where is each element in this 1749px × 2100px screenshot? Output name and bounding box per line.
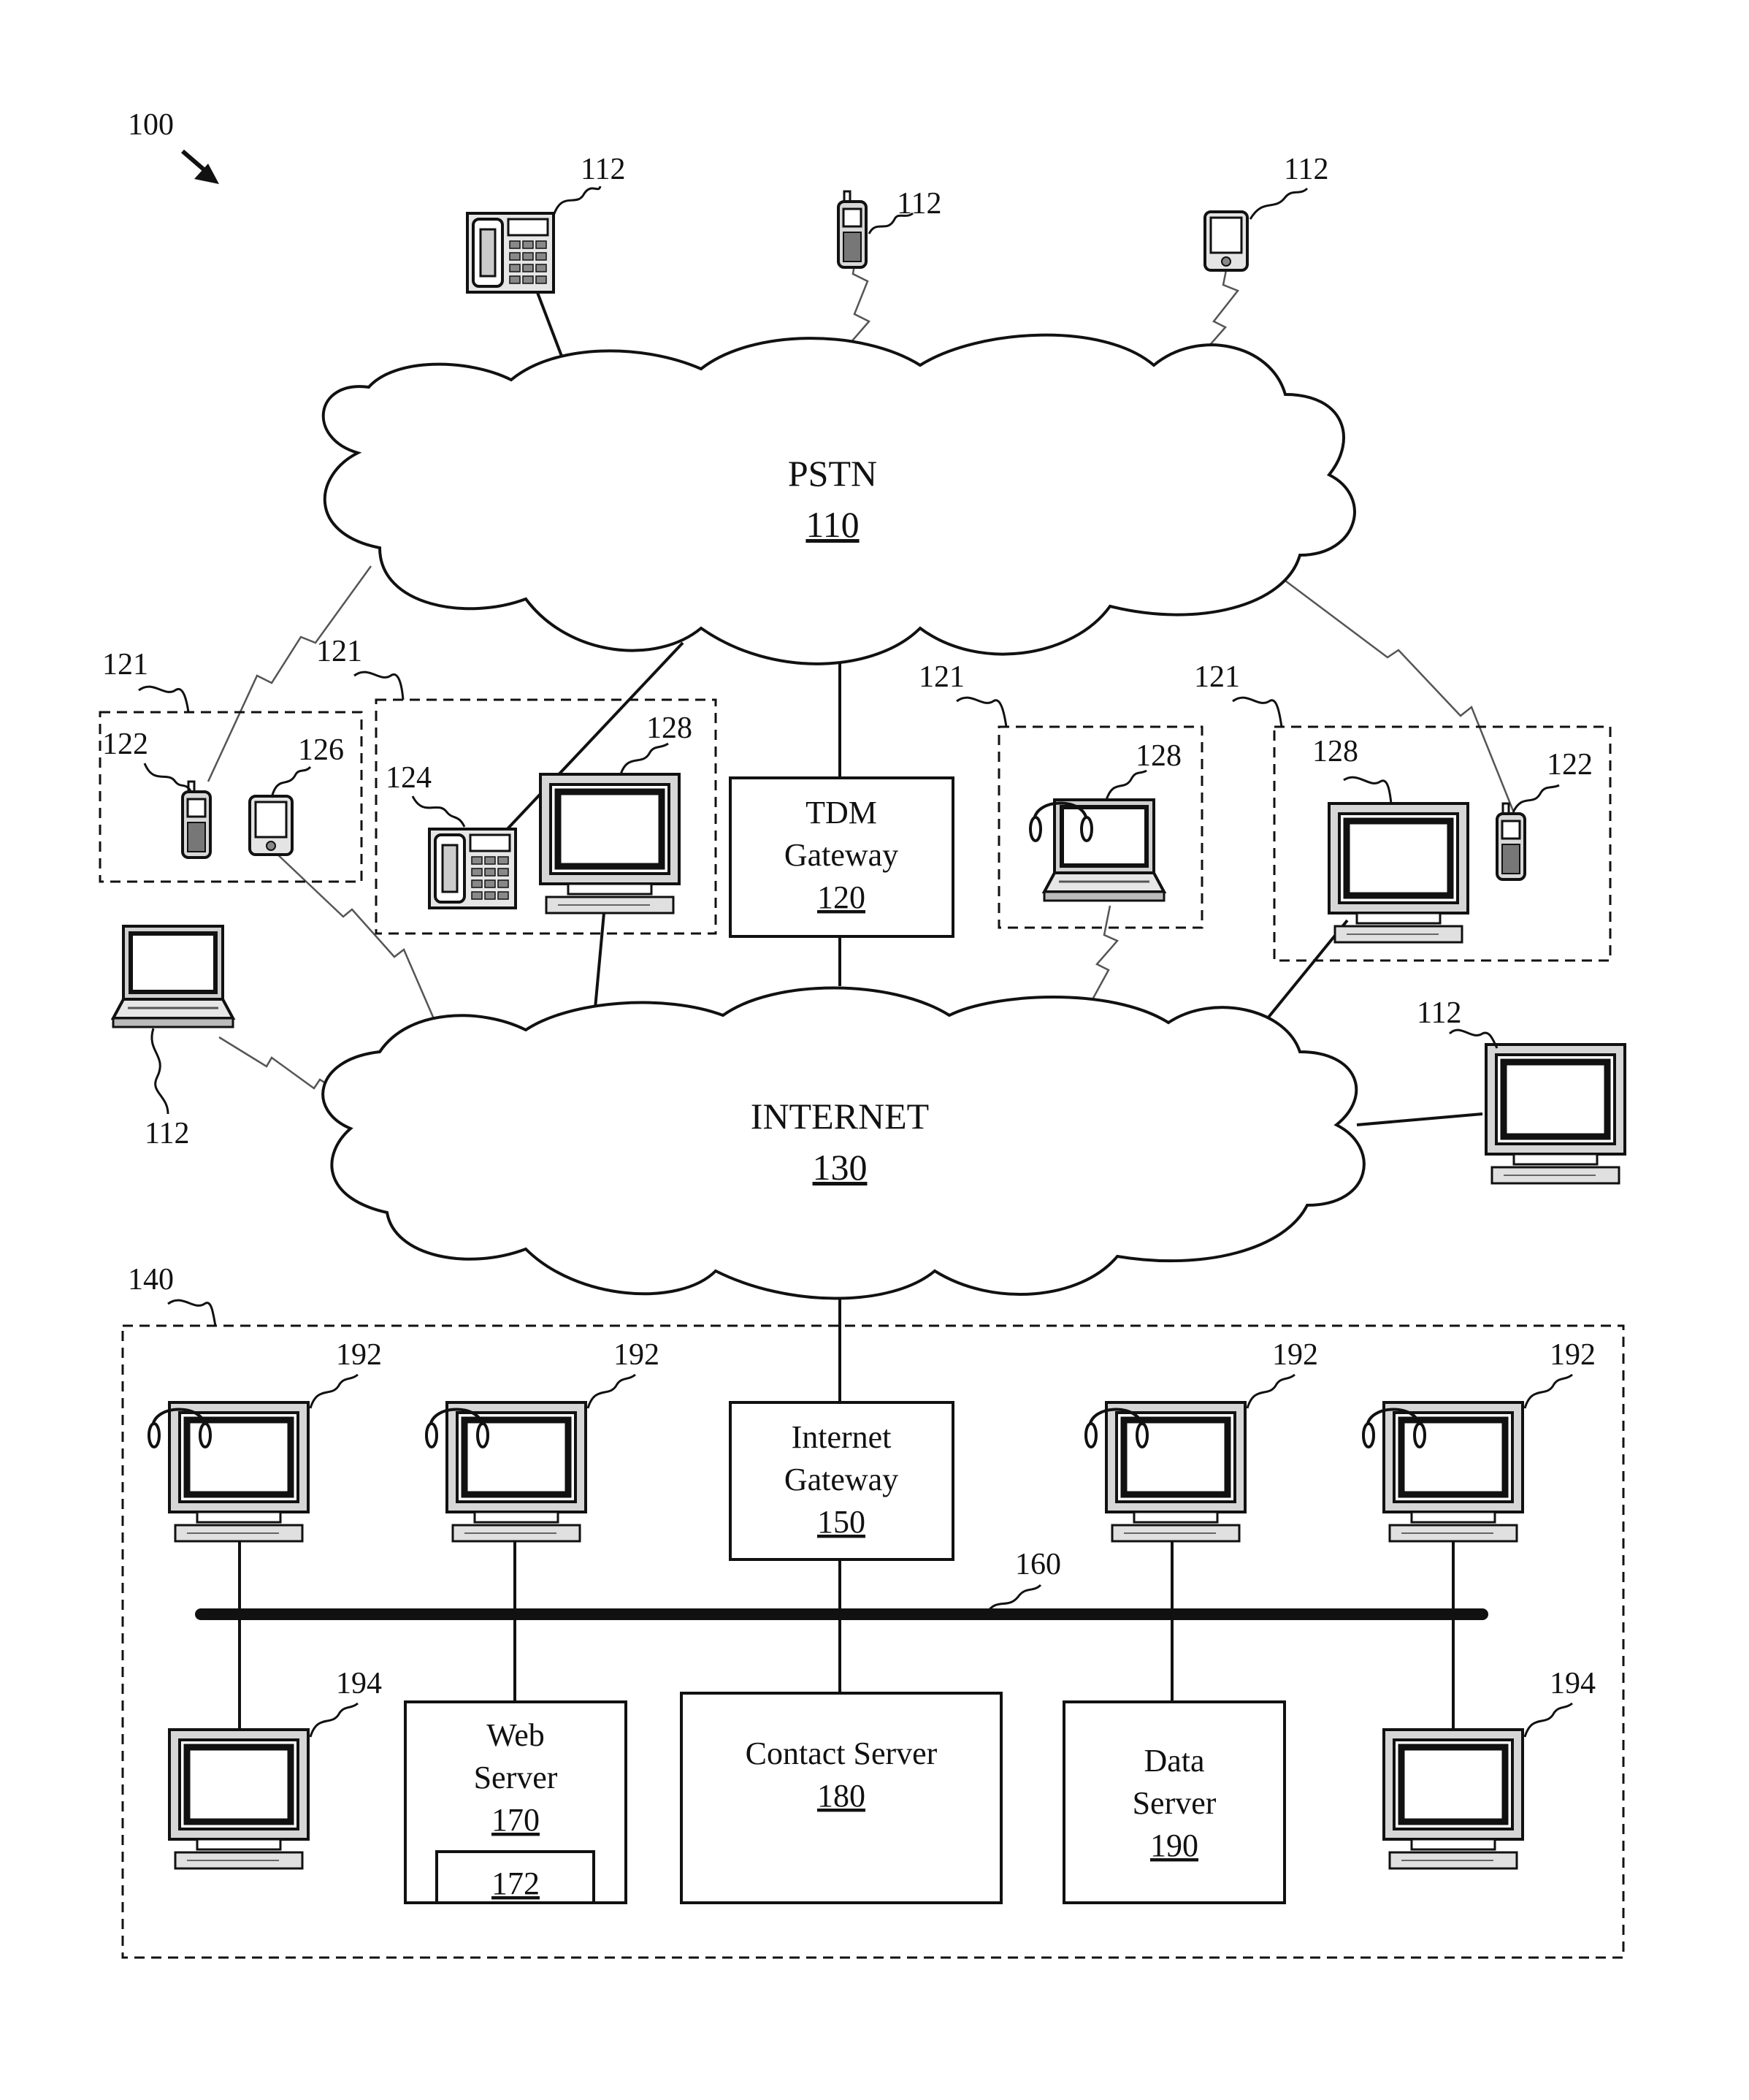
web-server-line1: Web — [486, 1717, 545, 1753]
leader-lines-group-c — [1106, 771, 1147, 800]
tdm-gateway-line2: Gateway — [784, 837, 898, 873]
internet-gateway-ref: 150 — [817, 1504, 865, 1540]
pda-icon — [1205, 212, 1247, 270]
ref-122-a: 122 — [102, 728, 148, 761]
pstn-cloud: PSTN 110 — [324, 335, 1355, 664]
computer-icon — [169, 1730, 308, 1868]
ref-112-a: 112 — [581, 153, 625, 186]
contact-server: Contact Server 180 — [681, 1693, 1001, 1903]
ref-126: 126 — [298, 733, 344, 767]
ref-192-c: 192 — [1272, 1338, 1318, 1372]
internet-gateway: Internet Gateway 150 — [730, 1402, 953, 1559]
leader-lines-group-a — [145, 763, 310, 798]
computer-icon — [169, 1402, 308, 1541]
computer-icon — [447, 1402, 586, 1541]
desk-phone-icon — [467, 213, 554, 292]
figure-label: 100 — [128, 108, 174, 142]
lightning-link-icon — [208, 566, 371, 782]
pstn-label: PSTN — [788, 453, 877, 494]
internet-label: INTERNET — [751, 1096, 929, 1137]
ref-121-a: 121 — [102, 648, 148, 681]
lightning-link-icon — [1092, 906, 1117, 1001]
ref-192-b: 192 — [613, 1338, 659, 1372]
computer-icon — [540, 774, 679, 913]
web-server-line2: Server — [474, 1760, 558, 1795]
ref-121-b: 121 — [316, 635, 362, 668]
ref-122-b: 122 — [1547, 748, 1593, 782]
leader-lines-121 — [139, 672, 1282, 727]
ref-194-a: 194 — [336, 1667, 382, 1700]
data-server: Data Server 190 — [1064, 1702, 1285, 1903]
internet-cloud: INTERNET 130 — [323, 988, 1364, 1299]
data-server-ref: 190 — [1150, 1828, 1198, 1863]
ref-160: 160 — [1015, 1548, 1061, 1581]
internet-gateway-line2: Gateway — [784, 1462, 898, 1497]
data-server-line2: Server — [1133, 1785, 1217, 1821]
ref-192-d: 192 — [1550, 1338, 1596, 1372]
computer-icon — [1486, 1045, 1625, 1183]
tdm-gateway-line1: TDM — [805, 795, 877, 831]
lightning-link-icon — [1271, 570, 1513, 811]
leader-line-140 — [168, 1300, 215, 1326]
pda-icon — [250, 796, 292, 855]
internet-gateway-line1: Internet — [792, 1419, 892, 1455]
ref-128-b: 128 — [1136, 739, 1182, 773]
internet-ref: 130 — [813, 1147, 868, 1188]
ref-124: 124 — [386, 761, 432, 795]
computer-icon — [1384, 1402, 1523, 1541]
web-server-ref: 170 — [491, 1802, 540, 1838]
ref-192-a: 192 — [336, 1338, 382, 1372]
tdm-gateway-ref: 120 — [817, 879, 865, 915]
computer-icon — [1384, 1730, 1523, 1868]
contact-server-line1: Contact Server — [746, 1736, 938, 1771]
ref-128-a: 128 — [646, 711, 692, 745]
ref-112-d: 112 — [145, 1117, 189, 1150]
data-server-line1: Data — [1144, 1743, 1204, 1779]
ref-140: 140 — [128, 1263, 174, 1297]
ref-121-d: 121 — [1194, 660, 1240, 694]
leader-line-laptop — [152, 1028, 168, 1114]
cell-phone-icon — [838, 191, 866, 267]
laptop-icon — [113, 926, 233, 1027]
cell-phone-icon — [1497, 803, 1525, 879]
tdm-gateway: TDM Gateway 120 — [730, 778, 953, 936]
ref-112-c: 112 — [1284, 153, 1328, 186]
ref-194-b: 194 — [1550, 1667, 1596, 1700]
contact-server-ref: 180 — [817, 1778, 865, 1814]
ref-112-e: 112 — [1417, 996, 1461, 1030]
pstn-ref: 110 — [805, 504, 859, 545]
computer-icon — [1329, 803, 1468, 942]
figure-arrow-icon — [183, 151, 219, 184]
computer-icon — [1106, 1402, 1245, 1541]
lightning-link-icon — [274, 851, 442, 1037]
web-server: Web Server 170 172 — [405, 1702, 626, 1903]
laptop-icon — [1044, 800, 1164, 901]
web-server-sub-ref: 172 — [491, 1866, 540, 1901]
ref-128-c: 128 — [1312, 735, 1358, 768]
desk-phone-icon — [429, 829, 516, 908]
ref-121-c: 121 — [919, 660, 965, 694]
cell-phone-icon — [183, 782, 210, 858]
